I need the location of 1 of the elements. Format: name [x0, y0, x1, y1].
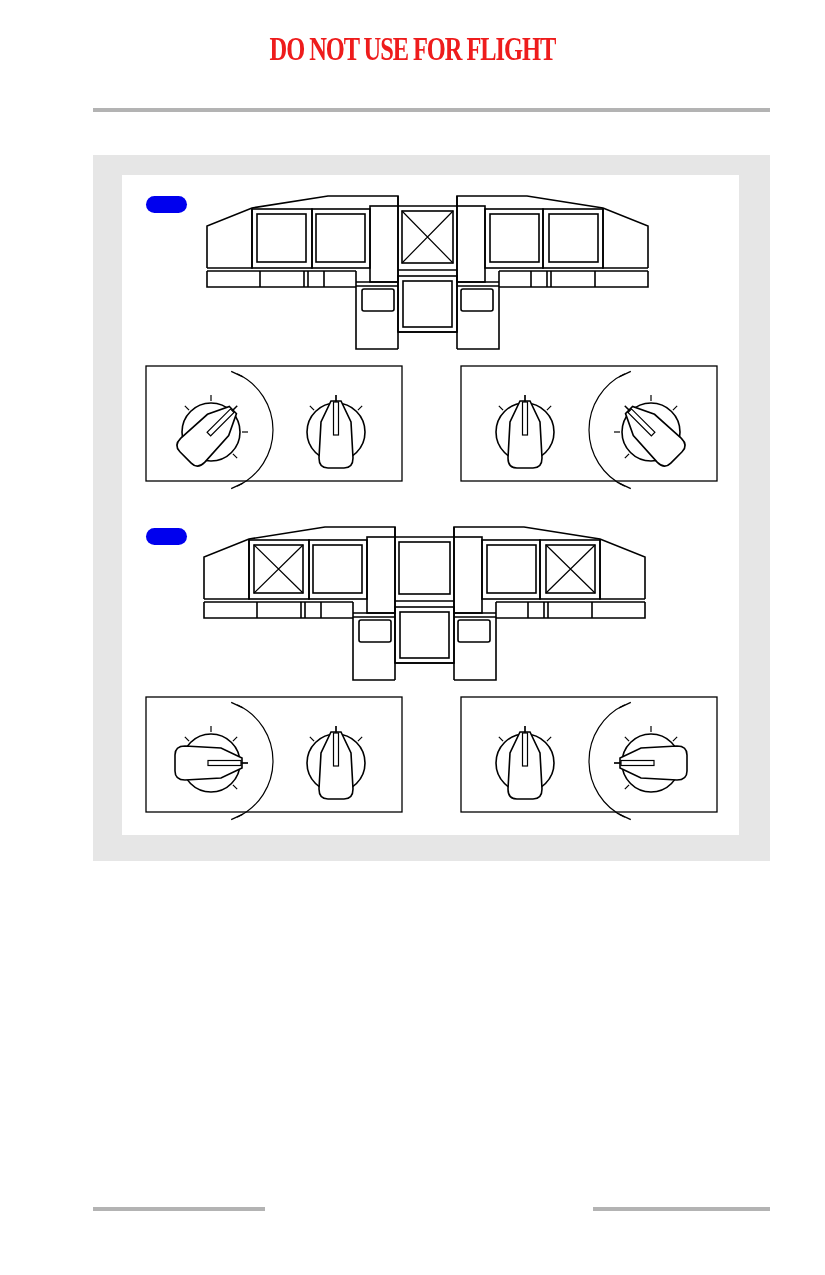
warning-heading: DO NOT USE FOR FLIGHT: [269, 30, 556, 68]
